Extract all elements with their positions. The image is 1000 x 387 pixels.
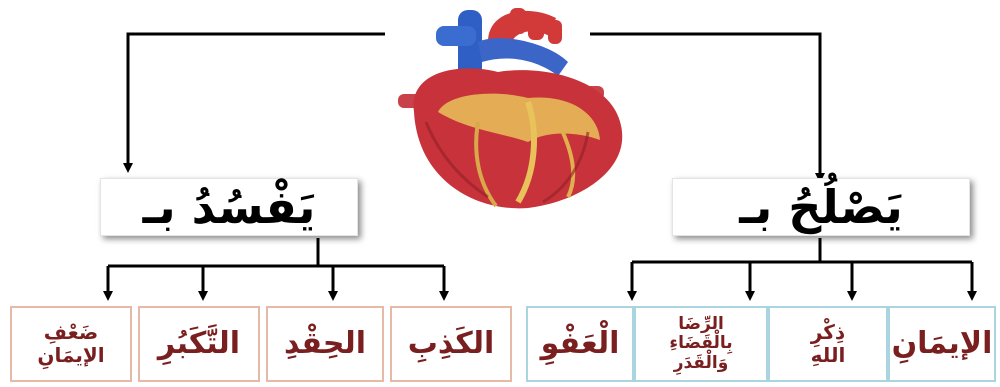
corrupts-item-weak-faith: ضَعْفِ الإيمَانِ xyxy=(10,306,132,382)
corrupts-item-arrogance: التَّكَبُرِ xyxy=(138,306,260,382)
corrupts-item-lying: الكَذِبِ xyxy=(390,306,512,382)
reforms-item-forgiveness: الْعَفْوِ xyxy=(526,306,634,382)
reforms-item-faith: الإيمَانِ xyxy=(888,306,996,382)
reforms-item-remembrance-line1: ذِكْرِ xyxy=(810,320,846,344)
reforms-item-contentment: الرِّضَا بِالْقَضَاءِ وَالْقَدَرِ xyxy=(634,306,768,382)
connector-top-left xyxy=(123,32,385,173)
reforms-item-contentment-line1: الرِّضَا xyxy=(678,313,724,334)
reforms-item-remembrance: ذِكْرِ اللهِ xyxy=(768,306,888,382)
corrupts-item-arrogance-label: التَّكَبُرِ xyxy=(157,325,241,361)
corrupts-item-hatred-label: الحِقْدِ xyxy=(283,325,367,361)
corrupts-item-lying-label: الكَذِبِ xyxy=(407,325,495,361)
corrupts-item-hatred: الحِقْدِ xyxy=(266,306,384,382)
reforms-item-remembrance-line2: اللهِ xyxy=(810,343,846,367)
reforms-item-forgiveness-label: الْعَفْوِ xyxy=(540,325,620,361)
reforms-item-faith-label: الإيمَانِ xyxy=(891,325,993,361)
corrupts-head-label: يَفْسُدُ بـ xyxy=(142,180,316,234)
reforms-head-label: يَصْلُحُ بـ xyxy=(739,180,903,234)
reforms-item-contentment-line2: بِالْقَضَاءِ xyxy=(669,333,733,354)
connector-top-right xyxy=(590,32,825,183)
corrupts-item-weak-faith-line2: الإيمَانِ xyxy=(37,343,105,367)
reforms-head-box: يَصْلُحُ بـ xyxy=(672,178,970,236)
reforms-item-contentment-line3: وَالْقَدَرِ xyxy=(673,352,729,373)
heart-illustration xyxy=(398,8,623,209)
corrupts-head-box: يَفْسُدُ بـ xyxy=(100,178,358,236)
corrupts-item-weak-faith-line1: ضَعْفِ xyxy=(43,320,99,344)
